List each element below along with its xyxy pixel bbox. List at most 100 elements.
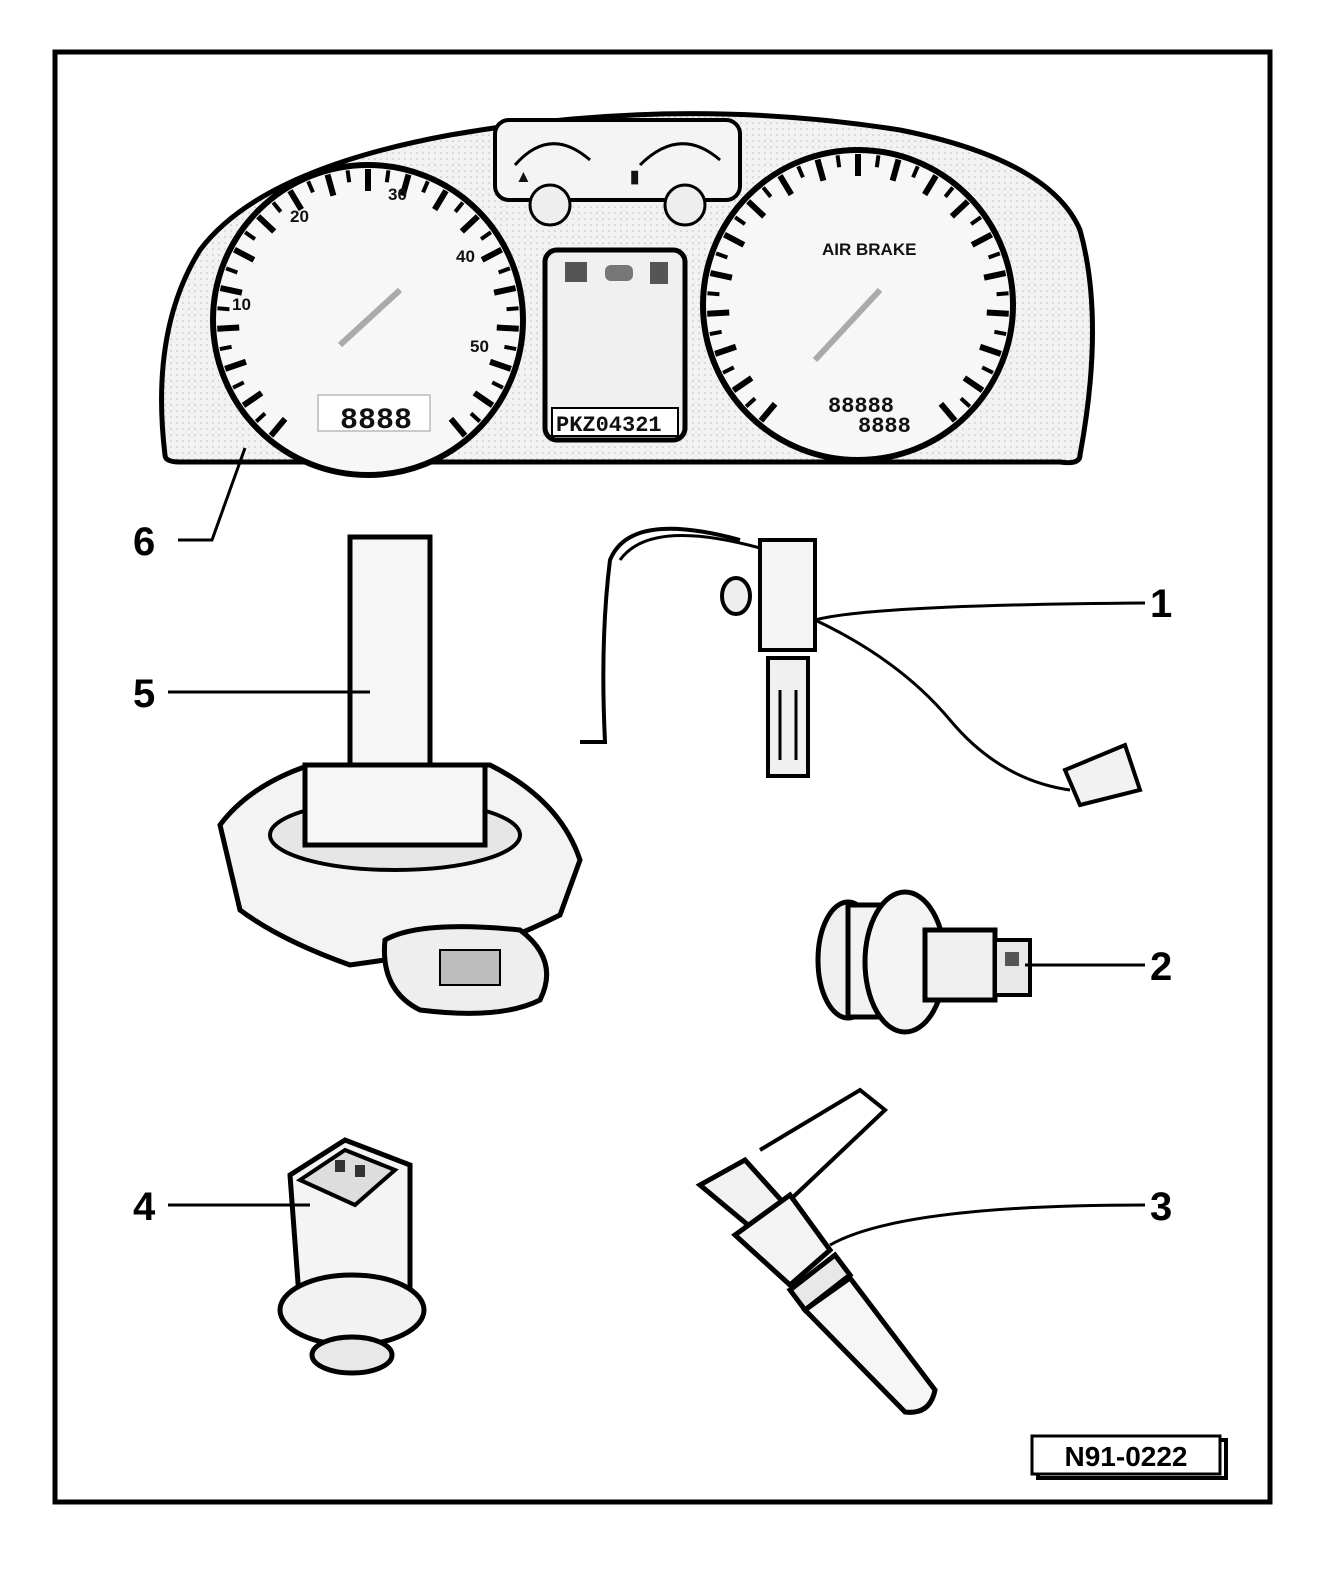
gauge-tick xyxy=(217,324,240,332)
left-gauge-number: 30 xyxy=(388,185,407,204)
gauge-tick xyxy=(987,251,1001,260)
gauge-tick xyxy=(324,173,337,197)
gauge-tick xyxy=(459,214,480,234)
left-lcd xyxy=(317,394,431,432)
instrument-cluster: ▲ ▮ 10 20 30 40 50 8888 PKZ04321 xyxy=(159,111,1095,478)
right-gauge-ticks xyxy=(707,154,1009,423)
gauge-tick xyxy=(217,306,230,312)
right-gauge-needle xyxy=(812,287,883,363)
right-lcd-top: 88888 xyxy=(828,394,894,419)
gauge-tick xyxy=(959,396,972,408)
gauge-tick xyxy=(219,344,232,352)
left-gauge-number: 40 xyxy=(456,247,475,266)
gauge-tick xyxy=(224,358,247,372)
center-display: PKZ04321 xyxy=(542,247,688,443)
callout-3: 3 xyxy=(1150,1185,1172,1229)
gauge-tick xyxy=(943,186,955,199)
part-2-temp-sender xyxy=(815,889,1032,1035)
left-gauge-number: 20 xyxy=(290,207,309,226)
gauge-tick xyxy=(493,285,517,296)
left-gauge-number: 50 xyxy=(470,337,489,356)
gauge-tick xyxy=(986,309,1009,317)
gauge-tick xyxy=(746,199,767,219)
gauge-tick xyxy=(271,201,283,214)
svg-text:▮: ▮ xyxy=(630,167,639,186)
gauge-tick xyxy=(268,416,288,438)
gauge-tick xyxy=(384,170,391,183)
gauge-tick xyxy=(707,291,720,297)
gauge-tick xyxy=(969,215,983,226)
left-gauge-needle xyxy=(337,287,403,348)
reference-code: N91-0222 xyxy=(1065,1441,1188,1472)
gauge-tick xyxy=(983,270,1007,281)
right-gauge-text: AIR BRAKE xyxy=(822,240,916,259)
gauge-tick xyxy=(496,324,519,332)
callout-5: 5 xyxy=(133,672,155,716)
leader-line-1 xyxy=(814,601,1146,622)
gauge-tick xyxy=(889,158,902,182)
gauge-tick xyxy=(497,266,511,275)
gauge-tick xyxy=(715,251,729,260)
gauge-tick xyxy=(233,246,256,263)
gauge-tick xyxy=(306,180,315,194)
gauge-tick xyxy=(996,291,1009,297)
part-4-pressure-switch xyxy=(277,1137,427,1376)
callout-4: 4 xyxy=(133,1185,156,1229)
part-3-probe-sensor xyxy=(695,1087,938,1415)
gauge-tick xyxy=(709,270,733,281)
part-1-sensor-wired xyxy=(580,526,1143,808)
gauge-tick xyxy=(453,201,465,214)
gauge-tick xyxy=(241,390,264,408)
leader-line-6 xyxy=(178,447,247,542)
gauge-tick xyxy=(758,401,778,423)
gauge-tick xyxy=(962,375,985,393)
gauge-tick xyxy=(421,180,430,194)
gauge-tick xyxy=(911,165,920,179)
gauge-tick xyxy=(243,230,257,241)
right-lcd-bottom: 8888 xyxy=(858,414,911,439)
left-gauge: 10 20 30 40 50 8888 xyxy=(210,162,526,478)
gauge-tick xyxy=(479,230,493,241)
left-lcd-value: 8888 xyxy=(340,404,412,438)
gauge-tick xyxy=(345,170,352,183)
gauge-tick xyxy=(491,380,504,390)
leader-line-3 xyxy=(829,1203,1146,1247)
gauge-tick xyxy=(744,396,757,408)
gauge-tick xyxy=(722,365,735,375)
gauge-tick xyxy=(256,214,277,234)
gauge-tick xyxy=(938,401,958,423)
gauge-tick xyxy=(796,165,805,179)
gauge-tick xyxy=(287,189,304,212)
gauge-tick xyxy=(469,411,482,423)
gauge-tick xyxy=(489,358,512,372)
gauge-tick xyxy=(472,390,495,408)
callout-6: 6 xyxy=(133,520,155,564)
right-gauge: AIR BRAKE 88888 8888 xyxy=(700,147,1016,463)
center-lcd xyxy=(551,407,679,437)
top-mini-gauges: ▲ ▮ xyxy=(493,118,742,227)
leader-lines xyxy=(168,447,1146,1247)
gauge-tick xyxy=(232,380,245,390)
gauge-tick xyxy=(731,375,754,393)
gauge-tick xyxy=(709,329,722,337)
gauge-tick xyxy=(225,266,239,275)
gauge-tick xyxy=(874,155,881,168)
gauge-tick xyxy=(777,174,794,197)
part-5-oil-level-sender xyxy=(217,534,583,1016)
left-gauge-number: 10 xyxy=(232,295,251,314)
gauge-tick xyxy=(714,343,737,357)
svg-text:▲: ▲ xyxy=(515,167,532,186)
gauge-tick xyxy=(448,416,468,438)
center-lcd-value: PKZ04321 xyxy=(556,413,662,438)
gauge-tick xyxy=(761,186,773,199)
gauge-tick xyxy=(399,173,412,197)
callout-1: 1 xyxy=(1150,582,1172,626)
reference-code-box: N91-0222 xyxy=(1030,1434,1228,1480)
gauge-tick xyxy=(949,199,970,219)
gauge-tick xyxy=(979,343,1002,357)
gauge-tick xyxy=(480,246,503,263)
gauge-tick xyxy=(814,158,827,182)
gauge-tick xyxy=(922,174,939,197)
gauge-tick xyxy=(835,155,842,168)
